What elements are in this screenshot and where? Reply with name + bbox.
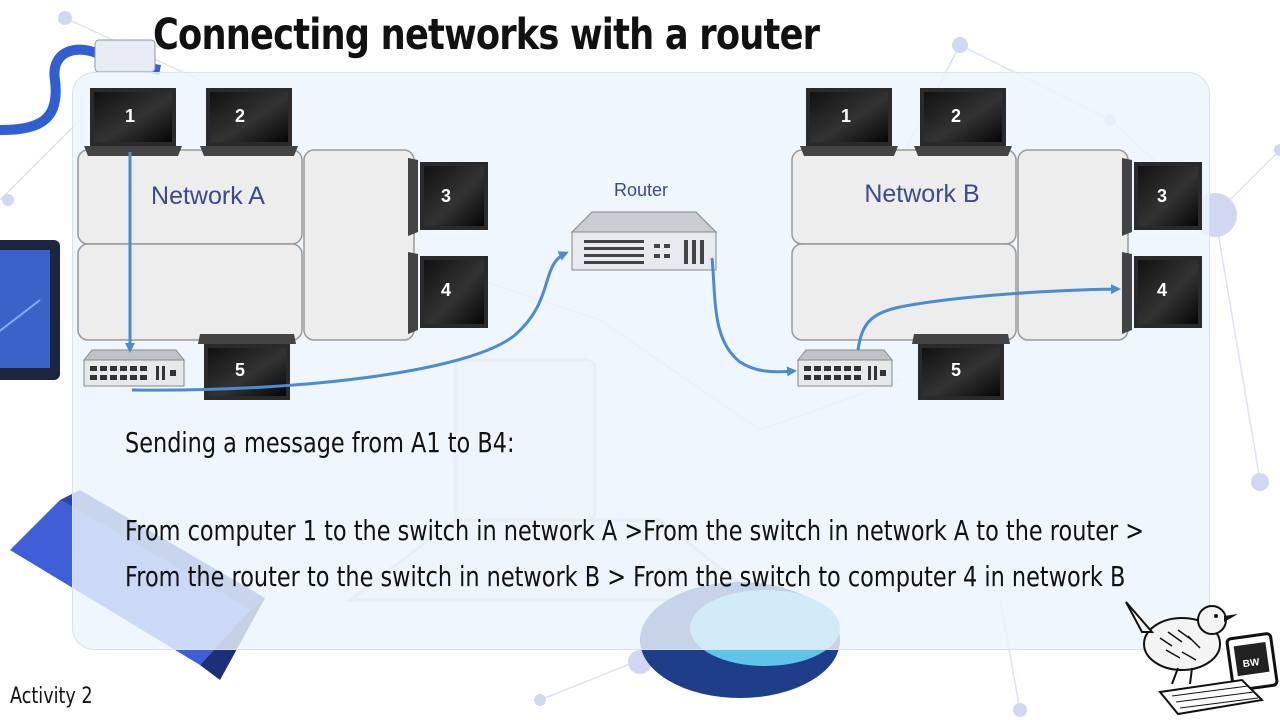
svg-text:1: 1 [125, 106, 135, 126]
activity-label: Activity 2 [10, 684, 93, 709]
message-heading: Sending a message from A1 to B4: [125, 426, 515, 459]
svg-text:1: 1 [841, 106, 851, 126]
svg-text:3: 3 [1157, 186, 1167, 206]
svg-text:5: 5 [235, 360, 245, 380]
svg-text:4: 4 [1157, 280, 1167, 300]
message-path-arrows [125, 152, 1121, 392]
wren-logo: BW [1125, 601, 1279, 716]
arrow-router-to-switch-b [710, 257, 797, 377]
svg-text:2: 2 [235, 106, 245, 126]
laptop-a1: 1 [84, 88, 182, 156]
svg-text:4: 4 [441, 280, 451, 300]
laptop-b5: 5 [912, 334, 1010, 400]
laptop-b3: 3 [1122, 158, 1202, 236]
network-b-tables [791, 149, 1129, 341]
laptop-a2: 2 [200, 88, 298, 156]
router-device [570, 211, 718, 271]
bird-icon [1125, 601, 1238, 685]
network-b-label: Network B [864, 180, 979, 208]
network-a-tables [77, 149, 415, 341]
arrow-switch-a-to-router [131, 251, 569, 392]
svg-text:3: 3 [441, 186, 451, 206]
laptop-a4: 4 [408, 252, 488, 334]
laptop-b4: 4 [1122, 252, 1202, 334]
svg-text:2: 2 [951, 106, 961, 126]
background-tablet-shape [0, 240, 60, 380]
arrow-switch-b-to-computer4 [856, 284, 1121, 351]
logo-badge: BW [1242, 657, 1261, 670]
router-label: Router [614, 180, 668, 200]
slide-title: Connecting networks with a router [153, 10, 820, 60]
switch-b [796, 349, 894, 387]
laptop-b2: 2 [914, 88, 1012, 156]
laptop-a3: 3 [408, 158, 488, 236]
switch-a [82, 349, 186, 387]
message-steps: From computer 1 to the switch in network… [125, 514, 1145, 593]
network-a-label: Network A [151, 182, 265, 210]
svg-text:5: 5 [951, 360, 961, 380]
computer-icon: BW [1158, 632, 1279, 716]
laptop-b1: 1 [800, 88, 898, 156]
